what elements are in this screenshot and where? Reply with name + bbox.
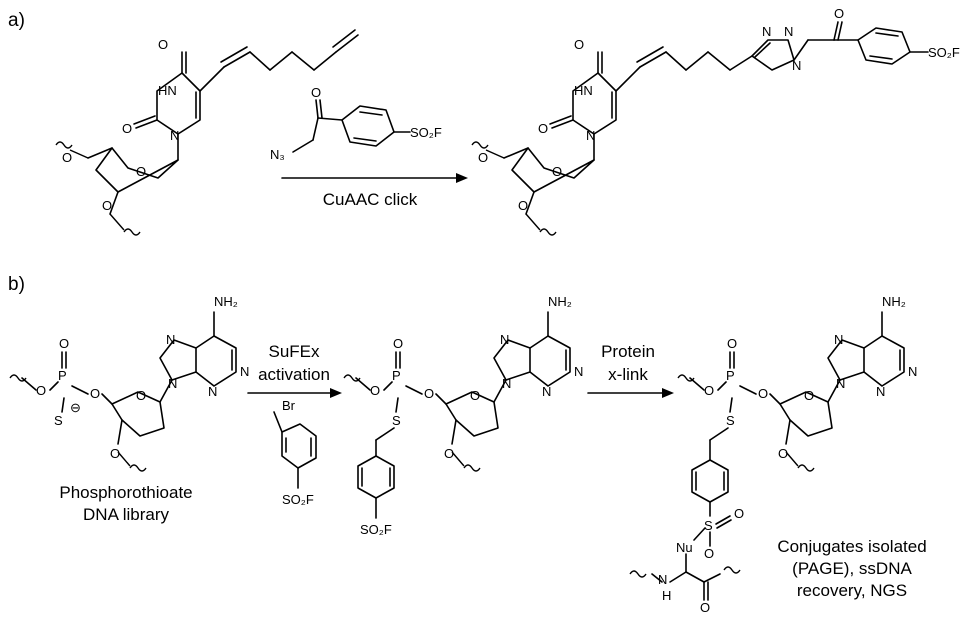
- atom-o: O: [62, 150, 72, 165]
- atom-n: N: [784, 24, 793, 39]
- atom-p: P: [392, 368, 401, 383]
- atom-o: O: [727, 336, 737, 351]
- library-label-line2: DNA library: [83, 505, 169, 524]
- conjugate-label-line2: (PAGE), ssDNA: [792, 559, 912, 578]
- panel-b-reagent: Br SO₂F: [273, 398, 317, 507]
- atom-nh2: NH₂: [882, 294, 906, 309]
- atom-h: H: [662, 588, 671, 603]
- atom-o: O: [158, 37, 168, 52]
- atom-o: O: [122, 121, 132, 136]
- atom-o: O: [778, 446, 788, 461]
- atom-n: N: [166, 332, 175, 347]
- arrow1-label-line1: SuFEx: [268, 342, 320, 361]
- atom-nu: Nu: [676, 540, 693, 555]
- panel-b-phosphorothioate-nucleotide: NH₂ N N N N O P O S ⊖ O O O: [9, 294, 249, 472]
- atom-o: O: [478, 150, 488, 165]
- atom-s: S: [726, 413, 735, 428]
- atom-n3: N₃: [270, 147, 285, 162]
- arrow-label-cuaac: CuAAC click: [323, 190, 418, 209]
- atom-n: N: [502, 376, 511, 391]
- conjugate-label-line1: Conjugates isolated: [777, 537, 926, 556]
- atom-so2f: SO₂F: [282, 492, 314, 507]
- atom-n: N: [762, 24, 771, 39]
- panel-a-starting-nucleoside: O HN O N O O O: [55, 29, 359, 236]
- atom-o: O: [311, 85, 321, 100]
- atom-o-ring: O: [136, 164, 146, 179]
- atom-so2f: SO₂F: [928, 45, 960, 60]
- conjugate-label-line3: recovery, NGS: [797, 581, 907, 600]
- library-label-line1: Phosphorothioate: [59, 483, 192, 502]
- atom-o: O: [758, 386, 768, 401]
- atom-nh2: NH₂: [214, 294, 238, 309]
- atom-hn: HN: [574, 83, 593, 98]
- panel-a-label: a): [8, 10, 25, 31]
- atom-o: O: [700, 600, 710, 615]
- atom-o: O: [834, 6, 844, 21]
- atom-p: P: [726, 368, 735, 383]
- panel-b-conjugate: NH₂ N N N N O P O S O O O S O O Nu N H O: [629, 294, 917, 615]
- atom-o: O: [704, 546, 714, 561]
- atom-n: N: [574, 364, 583, 379]
- atom-n: N: [876, 384, 885, 399]
- atom-o: O: [704, 383, 714, 398]
- atom-n: N: [500, 332, 509, 347]
- panel-b-intermediate: NH₂ N N N N O P O S O O O SO₂F: [343, 294, 583, 537]
- atom-br: Br: [282, 398, 296, 413]
- atom-o: O: [370, 383, 380, 398]
- atom-n: N: [170, 128, 179, 143]
- atom-so2f: SO₂F: [410, 125, 442, 140]
- atom-o: O: [36, 383, 46, 398]
- atom-s: S: [392, 413, 401, 428]
- atom-o: O: [110, 446, 120, 461]
- atom-o: O: [59, 336, 69, 351]
- atom-o-ring: O: [136, 388, 146, 403]
- atom-o: O: [538, 121, 548, 136]
- atom-o: O: [734, 506, 744, 521]
- atom-n: N: [542, 384, 551, 399]
- atom-o: O: [90, 386, 100, 401]
- atom-o: O: [574, 37, 584, 52]
- atom-so2f: SO₂F: [360, 522, 392, 537]
- atom-o: O: [102, 198, 112, 213]
- atom-s: S: [704, 518, 713, 533]
- arrow1-label-line2: activation: [258, 365, 330, 384]
- panel-a-arrow: [281, 173, 468, 183]
- panel-a-reagent: N₃ O SO₂F: [270, 85, 442, 162]
- atom-o-ring: O: [552, 164, 562, 179]
- atom-n: N: [834, 332, 843, 347]
- atom-n: N: [240, 364, 249, 379]
- atom-o: O: [424, 386, 434, 401]
- atom-p: P: [58, 368, 67, 383]
- atom-o-ring: O: [470, 388, 480, 403]
- arrow2-label-line2: x-link: [608, 365, 648, 384]
- atom-n: N: [908, 364, 917, 379]
- atom-nh2: NH₂: [548, 294, 572, 309]
- panel-a-product: O HN O N O O O N N N O SO₂F: [471, 6, 960, 236]
- charge-minus: ⊖: [70, 400, 81, 415]
- panel-b-arrow-1: [247, 388, 342, 398]
- atom-n: N: [836, 376, 845, 391]
- atom-n: N: [586, 128, 595, 143]
- atom-o: O: [518, 198, 528, 213]
- atom-o: O: [393, 336, 403, 351]
- panel-b-label: b): [8, 274, 25, 295]
- atom-n: N: [658, 572, 667, 587]
- atom-n: N: [168, 376, 177, 391]
- atom-hn: HN: [158, 83, 177, 98]
- atom-s: S: [54, 413, 63, 428]
- atom-n: N: [792, 58, 801, 73]
- atom-n: N: [208, 384, 217, 399]
- atom-o: O: [444, 446, 454, 461]
- panel-b-arrow-2: [587, 388, 674, 398]
- atom-o-ring: O: [804, 388, 814, 403]
- arrow2-label-line1: Protein: [601, 342, 655, 361]
